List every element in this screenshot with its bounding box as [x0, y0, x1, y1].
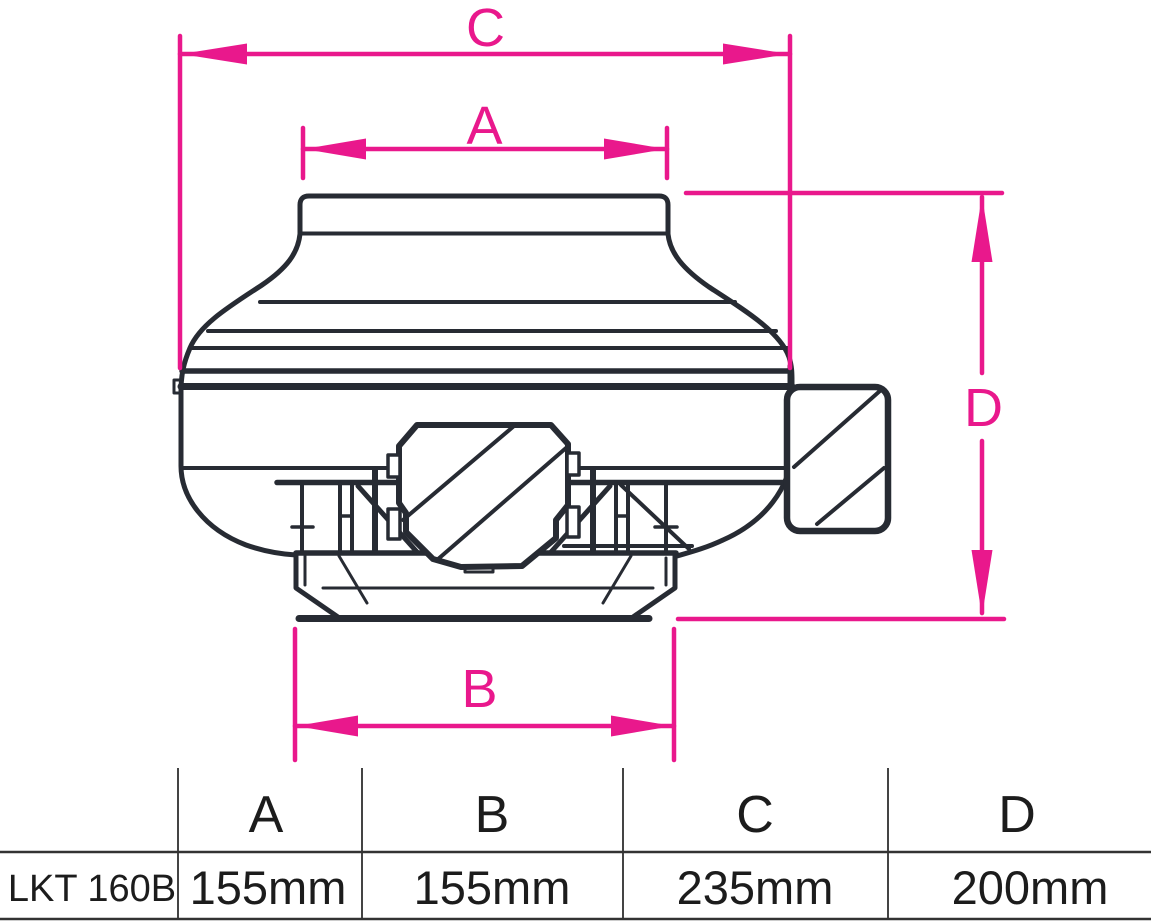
outlet-inner-diagonal	[601, 554, 633, 605]
dim-b-arrow-left	[296, 715, 358, 737]
impeller-hub	[396, 422, 571, 570]
outlet-cone-right	[630, 553, 678, 620]
dim-c-arrow-right	[723, 43, 789, 65]
hub-hatch-line	[435, 446, 568, 562]
dim-d-arrow-up	[971, 196, 993, 262]
dim-b-label: B	[461, 659, 498, 719]
table-value-c: 235mm	[677, 861, 834, 914]
table-header-a: A	[249, 786, 284, 844]
housing-left-lip	[172, 378, 183, 395]
dim-c-arrow-left	[181, 43, 247, 65]
table-value-b: 155mm	[414, 861, 571, 914]
housing-left-profile	[178, 231, 303, 558]
dim-a-arrow-left	[304, 138, 366, 160]
junction-box	[783, 383, 892, 535]
bracket-diagonal	[619, 483, 691, 551]
dim-c-label: C	[466, 0, 506, 58]
table-header-d: D	[998, 786, 1036, 844]
table-header-c: C	[736, 786, 774, 844]
dimension-annotations: C A B D	[177, 0, 1007, 763]
hub-mount-ear	[386, 507, 402, 541]
table-value-a: 155mm	[190, 861, 347, 914]
dimension-c: C	[177, 0, 793, 371]
fan-drawing	[172, 193, 892, 622]
hub-mount-ear	[386, 453, 402, 479]
table-model-cell: LKT 160B	[8, 868, 176, 910]
housing-right-profile	[665, 231, 795, 559]
outlet-inner-diagonal	[337, 554, 369, 605]
dim-d-label: D	[964, 378, 1004, 438]
dimension-b: B	[292, 626, 677, 763]
junction-box-hatch	[792, 388, 883, 469]
hub-mount-ear	[565, 505, 581, 539]
hub-hatch-line	[401, 424, 516, 522]
table-header-b: B	[475, 786, 510, 844]
spec-table: A B C D LKT 160B 155mm 155mm 235mm 200mm	[0, 768, 1151, 921]
dimension-a: A	[300, 96, 670, 181]
hub-bottom-notch	[463, 565, 495, 574]
inlet-collar	[297, 193, 671, 237]
dimension-d: D	[675, 190, 1007, 622]
dim-d-arrow-down	[971, 550, 993, 616]
outlet-cone-left	[293, 551, 341, 620]
dim-a-label: A	[466, 96, 503, 156]
table-value-d: 200mm	[952, 861, 1109, 914]
hub-mount-ear	[565, 451, 581, 477]
dim-a-arrow-right	[604, 138, 666, 160]
dim-b-arrow-right	[611, 715, 673, 737]
junction-box-hatch	[815, 466, 886, 526]
